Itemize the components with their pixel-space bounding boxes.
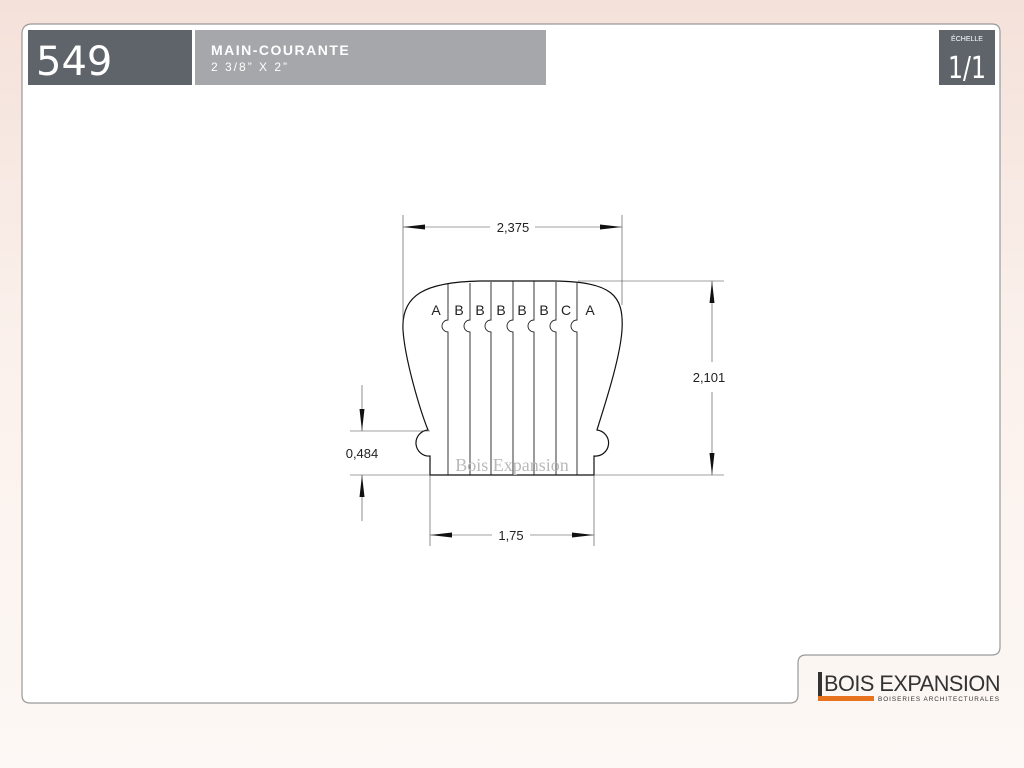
handrail-profile: A B B B B B B C A Bois Expansion [402, 280, 623, 476]
strip-letter: A [431, 302, 441, 318]
dimension-width: 2,375 [402, 215, 623, 320]
arrow-down-icon [359, 409, 365, 431]
joint-1 [441, 284, 449, 475]
arrow-down-icon [709, 453, 715, 475]
width-label: 2,375 [497, 220, 530, 235]
strip-letter: A [585, 302, 595, 318]
height-label: 2,101 [693, 370, 726, 385]
logo-accent-icon [818, 696, 874, 701]
joint-3 [484, 282, 492, 475]
strip-letter: C [561, 302, 571, 318]
arrow-left-icon [403, 224, 425, 230]
code-box [28, 30, 192, 85]
strip-letter: B [454, 302, 463, 318]
joint-6 [549, 282, 557, 475]
name-box [195, 30, 546, 85]
strip-joints [441, 281, 578, 475]
strip-letter: B [539, 302, 548, 318]
arrow-left-icon [430, 532, 452, 538]
bead-label: 0,484 [346, 446, 379, 461]
scale-badge: ÉCHELLE 1/1 [939, 30, 995, 86]
logo-bar-icon [818, 672, 822, 700]
strip-letter: B [496, 302, 505, 318]
joint-2 [463, 283, 471, 475]
scale-value: 1/1 [948, 51, 986, 86]
base-label: 1,75 [498, 528, 523, 543]
title-block: 549 MAIN-COURANTE 2 3/8” X 2” [28, 30, 546, 85]
strip-letters: A B B B B B B C A [431, 302, 595, 318]
product-dimensions: 2 3/8” X 2” [211, 60, 289, 74]
arrow-right-icon [572, 532, 594, 538]
scale-box [939, 30, 995, 85]
joint-4 [506, 281, 514, 475]
product-code: 549 [36, 39, 112, 85]
arrow-up-icon [359, 475, 365, 497]
brand-logo: BOIS EXPANSION BOISERIES ARCHITECTURALES [818, 671, 1001, 703]
brand-name: BOIS EXPANSION [824, 671, 1000, 696]
product-name: MAIN-COURANTE [211, 42, 350, 58]
brand-tagline: BOISERIES ARCHITECTURALES [878, 696, 1000, 703]
watermark: Bois Expansion [455, 455, 569, 475]
arrow-right-icon [600, 224, 622, 230]
scale-label: ÉCHELLE [951, 34, 983, 43]
strip-letter: B [517, 302, 526, 318]
dimension-bead: 0,484 [346, 385, 430, 521]
joint-5 [527, 281, 535, 475]
arrow-up-icon [709, 281, 715, 303]
strip-letter: B [475, 302, 484, 318]
dimension-height: 2,101 [578, 280, 726, 476]
joint-7 [570, 283, 578, 475]
dimension-base: 1,75 [429, 475, 595, 546]
